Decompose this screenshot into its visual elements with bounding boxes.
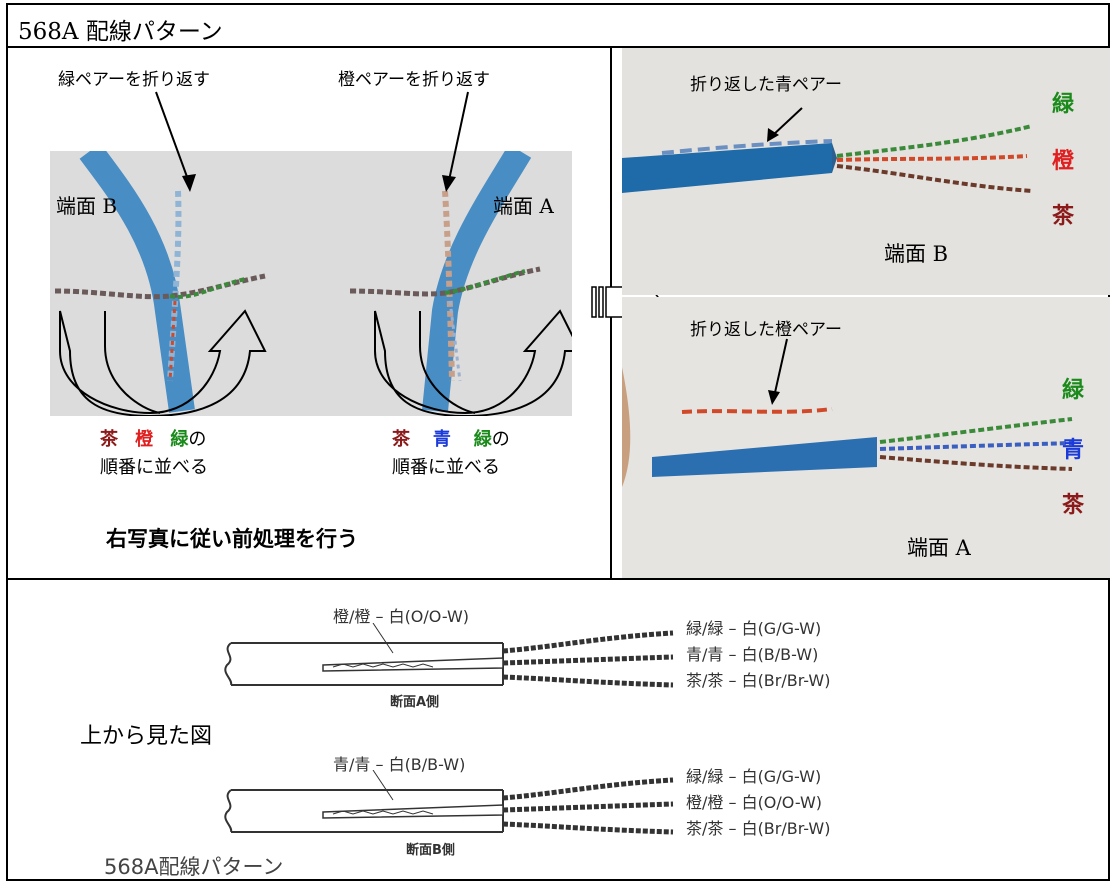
photo-a-c1: 緑 [1062, 378, 1085, 403]
curved-arrow-right [374, 309, 572, 416]
diagram-b-w1: 緑/緑 – 白(G/G-W) [686, 767, 822, 786]
photo-b-c3: 茶 [1052, 204, 1075, 229]
wiring-diagram-b [224, 770, 674, 835]
instruction-text: 右写真に従い前処理を行う [106, 527, 358, 551]
horizontal-divider [8, 578, 1108, 580]
photo-a-caption: 折り返した橙ペアー [690, 320, 842, 340]
photo-b-caption: 折り返した青ペアー [690, 75, 842, 95]
photo-b-end-label: 端面 B [884, 242, 949, 266]
diagram-a-w2: 青/青 – 白(B/B-W) [686, 645, 819, 664]
diagram-b-side: 断面B側 [406, 843, 455, 858]
photo-end-a: 折り返した橙ペアー 緑 青 茶 端面 A [622, 297, 1110, 578]
footer-label: 568A配線パターン [104, 855, 284, 879]
photo-a-c2: 青 [1062, 438, 1085, 463]
cable-photo-b [622, 48, 1110, 295]
wiring-diagram-a [224, 623, 674, 688]
diagram-b-w3: 茶/茶 – 白(Br/Br-W) [686, 819, 831, 838]
diagram-a-w3: 茶/茶 – 白(Br/Br-W) [686, 671, 831, 690]
order-left-line2: 順番に並べる [100, 457, 208, 478]
photo-b-c2: 橙 [1052, 149, 1075, 174]
order-right-line2: 順番に並べる [392, 457, 500, 478]
order-right-line1: 茶 青 緑の [392, 429, 510, 450]
cable-ends-illustration [54, 151, 572, 416]
photo-end-b: 折り返した青ペアー 緑 橙 茶 端面 B [622, 48, 1110, 295]
photo-a-c3: 茶 [1062, 493, 1085, 518]
diagram-a-folded: 橙/橙 – 白(O/O-W) [333, 607, 470, 626]
diagram-a-w1: 緑/緑 – 白(G/G-W) [686, 619, 822, 638]
order-left-line1: 茶 橙 緑の [100, 429, 207, 450]
top-view-label: 上から見た図 [80, 724, 213, 749]
end-a-label: 端面 A [493, 194, 554, 218]
page-title: 568A 配線パターン [18, 19, 223, 45]
page-frame: 568A 配線パターン 緑ペアーを折り返す 橙ペアーを折り返す [6, 3, 1110, 881]
cable-ends-photo [50, 151, 572, 416]
diagram-b-folded: 青/青 – 白(B/B-W) [333, 755, 466, 774]
photo-a-end-label: 端面 A [907, 536, 971, 560]
curved-arrow-left [59, 309, 267, 416]
photo-b-c1: 緑 [1052, 92, 1075, 117]
fold-orange-label: 橙ペアーを折り返す [338, 70, 490, 90]
pointer-arrow-green [155, 91, 196, 192]
title-row: 568A 配線パターン [8, 5, 1108, 48]
end-b-label: 端面 B [56, 194, 118, 218]
diagram-b-w2: 橙/橙 – 白(O/O-W) [686, 793, 823, 812]
pointer-arrow-orange [442, 91, 469, 192]
cable-photo-a [622, 297, 1110, 578]
diagram-a-side: 断面A側 [390, 695, 440, 710]
fold-green-label: 緑ペアーを折り返す [58, 70, 210, 90]
